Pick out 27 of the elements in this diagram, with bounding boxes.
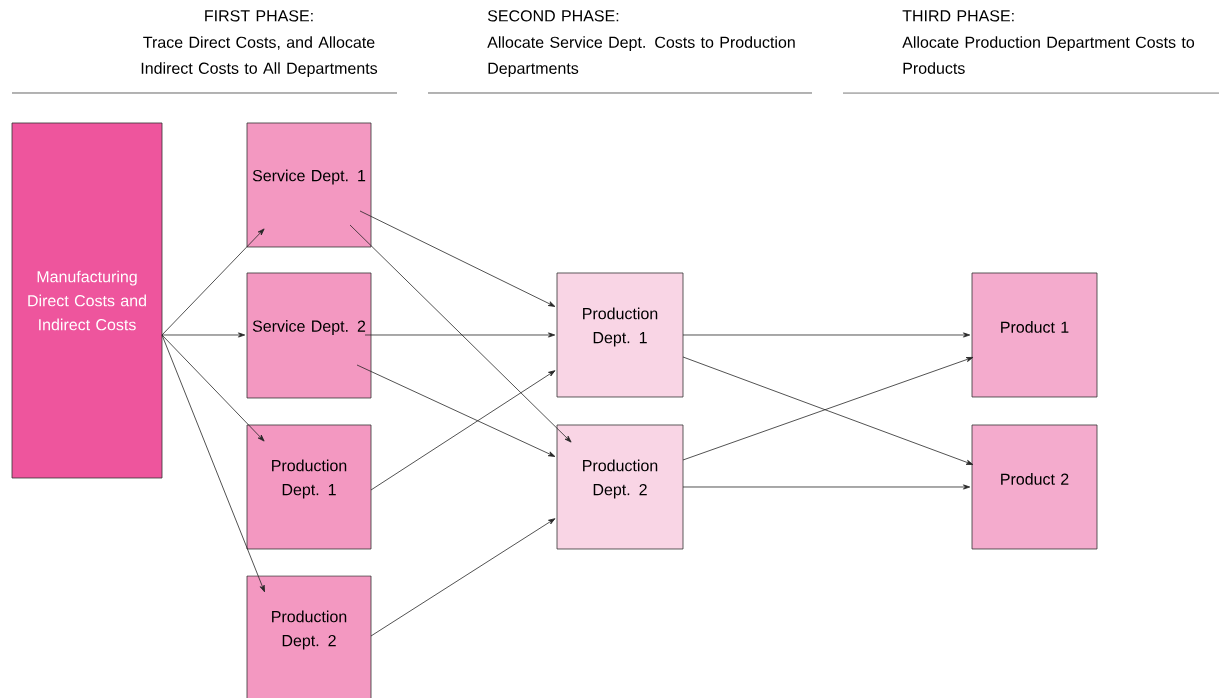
arrow [356, 364, 556, 457]
arrow [161, 334, 265, 442]
arrow [161, 332, 246, 338]
department-box: Product 1 [971, 272, 1098, 398]
arrow [370, 518, 556, 637]
arrow [349, 224, 572, 443]
arrow [359, 210, 556, 307]
phase-description: Allocate Production Department Costs to Products [902, 36, 1195, 74]
department-box: Service Dept. 2 [246, 272, 372, 399]
department-box: Production Dept. 1 [556, 272, 684, 398]
department-box: Product 2 [971, 424, 1098, 550]
phase-description: Trace Direct Costs, and Allocate Indirect Costs to All Departments [141, 36, 378, 78]
arrow [364, 332, 556, 338]
phase-title: THIRD PHASE: [902, 10, 1014, 22]
arrow [161, 334, 265, 593]
arrow [682, 484, 971, 490]
phase-title: SECOND PHASE: [487, 10, 619, 22]
department-box: Production Dept. 2 [246, 575, 372, 698]
department-box: Production Dept. 2 [556, 424, 684, 550]
arrow [161, 228, 265, 336]
department-box: Production Dept. 1 [246, 424, 372, 550]
phase-description: Allocate Service Dept. Costs to Production Departments [487, 36, 795, 78]
cost-pool-box: Manufacturing Direct Costs and Indirect Costs [11, 122, 163, 479]
phase-title: FIRST PHASE: [205, 10, 313, 22]
arrow [682, 332, 971, 338]
arrow [370, 370, 556, 491]
department-box: Service Dept. 1 [246, 122, 372, 248]
